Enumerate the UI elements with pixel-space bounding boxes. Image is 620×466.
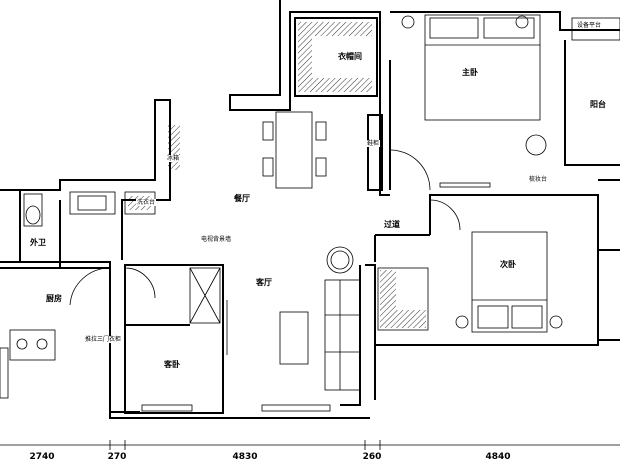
label-kitchen: 厨房 bbox=[44, 294, 64, 304]
note-window: 推拉三门衣柜 bbox=[84, 336, 123, 343]
label-master-bedroom: 主卧 bbox=[460, 68, 480, 78]
note-dresser: 梳妆台 bbox=[528, 176, 549, 183]
thin-lines bbox=[0, 14, 620, 412]
note-sink: 洗衣台 bbox=[136, 199, 157, 206]
dimension-4: 4840 bbox=[485, 452, 511, 462]
label-living: 客厅 bbox=[254, 278, 274, 288]
label-corridor: 过道 bbox=[382, 220, 402, 230]
label-guest-room: 客卧 bbox=[162, 360, 182, 370]
dimension-3: 260 bbox=[362, 452, 382, 462]
walls bbox=[0, 0, 620, 419]
label-bathroom: 外卫 bbox=[28, 238, 48, 248]
note-equip: 设备平台 bbox=[576, 22, 603, 29]
note-cabinet: 鞋柜 bbox=[366, 140, 381, 147]
label-dining: 餐厅 bbox=[232, 194, 252, 204]
dimension-1: 270 bbox=[107, 452, 127, 462]
label-balcony: 阳台 bbox=[588, 100, 608, 110]
label-cloakroom: 衣帽间 bbox=[336, 52, 364, 62]
note-fridge: 冰箱 bbox=[166, 155, 181, 162]
dimension-0: 2740 bbox=[29, 452, 55, 462]
dimension-line bbox=[0, 440, 620, 450]
dimension-2: 4830 bbox=[232, 452, 258, 462]
label-second-bedroom: 次卧 bbox=[498, 260, 518, 270]
note-tv: 电视背景墙 bbox=[200, 236, 233, 243]
